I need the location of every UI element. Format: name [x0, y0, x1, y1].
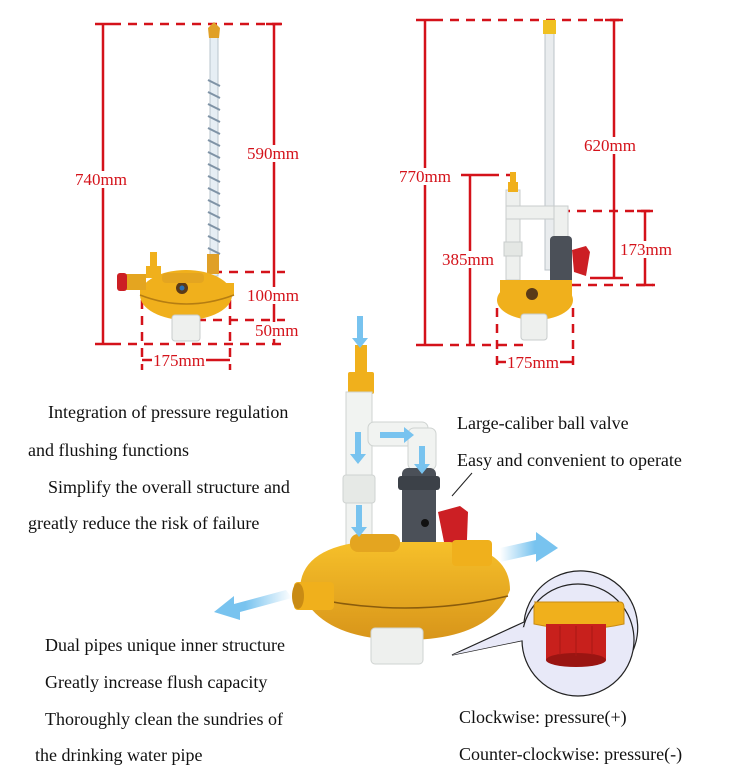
adjustment-counter-clockwise: Counter-clockwise: pressure(-) [459, 744, 683, 764]
feature-ball-valve-line2: Easy and convenient to operate [457, 450, 682, 470]
feature-integration-line2: and flushing functions [28, 440, 189, 460]
dim-total-height-right: 770mm [398, 167, 452, 186]
feature-simplify-line1: Simplify the overall structure and [48, 477, 290, 497]
right-regulator-illustration [497, 20, 590, 341]
dim-width-right: 175mm [506, 353, 560, 372]
dim-width-left: 175mm [152, 351, 206, 370]
feature-integration-line1: Integration of pressure regulation [48, 402, 289, 422]
main-regulator-illustration [292, 345, 510, 665]
dim-tube-height-right: 620mm [583, 136, 637, 155]
flow-arrow-right-outlet [500, 532, 558, 562]
flow-arrow-down-3 [351, 505, 367, 537]
pressure-cap-callout [451, 570, 639, 697]
flow-arrows [214, 316, 558, 620]
left-regulator-illustration [117, 22, 235, 342]
dim-outlet-height-left: 50mm [254, 321, 300, 340]
dim-total-height-left: 740mm [74, 170, 128, 189]
dim-tube-height-left: 590mm [246, 144, 300, 163]
dim-body-height-left: 100mm [246, 286, 300, 305]
feature-dual-pipes-line4: the drinking water pipe [35, 745, 203, 765]
flow-arrow-inlet [352, 316, 368, 348]
feature-dual-pipes-line3: Thoroughly clean the sundries of [45, 709, 283, 729]
flow-arrow-left-outlet [214, 590, 292, 620]
feature-ball-valve-line1: Large-caliber ball valve [457, 413, 629, 433]
feature-dual-pipes-line2: Greatly increase flush capacity [45, 672, 268, 692]
flow-arrow-down-1 [350, 432, 366, 464]
dim-bypass-height-right: 385mm [441, 250, 495, 269]
feature-simplify-line2: greatly reduce the risk of failure [28, 513, 260, 533]
feature-dual-pipes-line1: Dual pipes unique inner structure [45, 635, 285, 655]
ball-valve-pointer [451, 472, 473, 497]
flow-arrow-right [380, 427, 414, 443]
flow-arrow-down-2 [414, 446, 430, 474]
adjustment-clockwise: Clockwise: pressure(+) [459, 707, 627, 727]
dim-valve-height-right: 173mm [619, 240, 673, 259]
